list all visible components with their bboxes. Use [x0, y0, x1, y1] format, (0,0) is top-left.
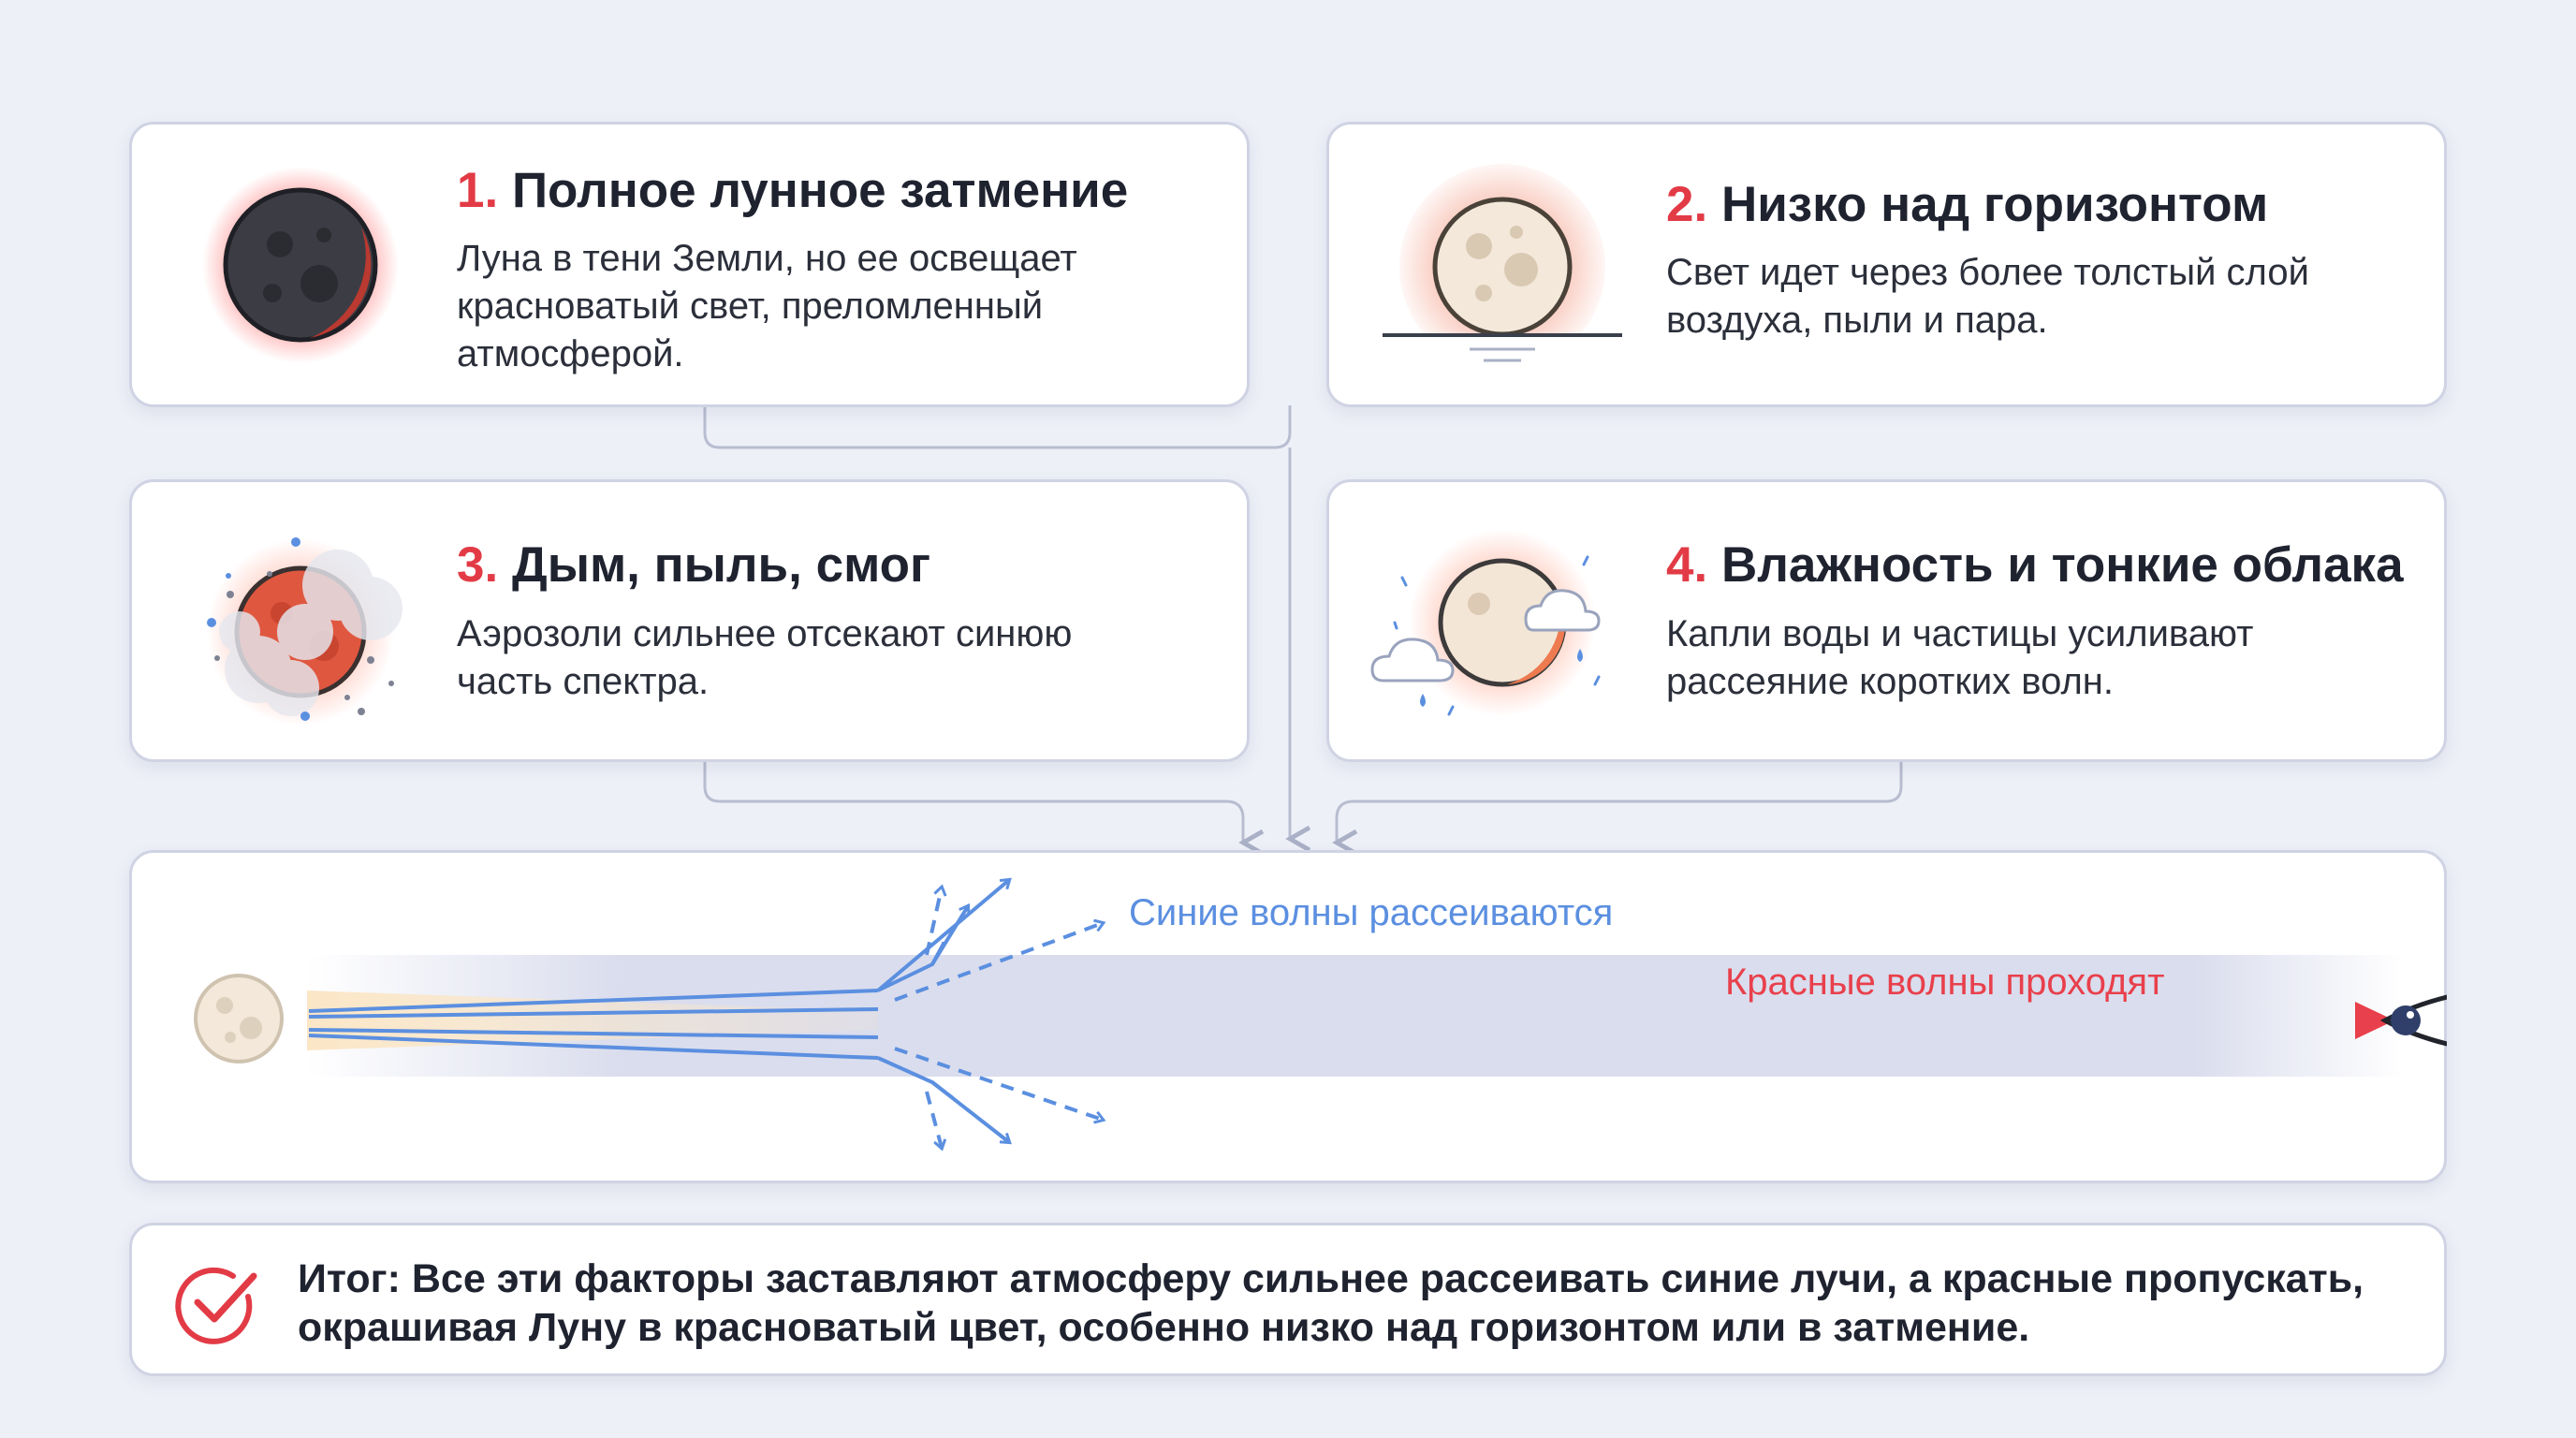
- moon-icon: [194, 974, 284, 1064]
- card-title-text: Влажность и тонкие облака: [1720, 537, 2404, 593]
- scattering-diagram: Синие волны рассеиваются Красные волны п…: [129, 850, 2447, 1183]
- card-number: 2.: [1666, 177, 1708, 232]
- card-description: Капли воды и частицы усиливают рассеяние…: [1666, 613, 2254, 702]
- card-description: Луна в тени Земли, но ее освещает красно…: [457, 238, 1077, 374]
- moon-with-clouds-icon: [1370, 529, 1601, 716]
- eclipsed-moon-icon: [202, 167, 399, 363]
- card-description: Аэрозоли сильнее отсекают синюю часть сп…: [457, 613, 1073, 702]
- summary-text: Итог: Все эти факторы заставляют атмосфе…: [298, 1255, 2413, 1352]
- red-waves-label: Красные волны проходят: [1725, 961, 2165, 1003]
- card-smoke-dust: 3. Дым, пыль, смог Аэрозоли сильнее отсе…: [129, 479, 1250, 762]
- card-title: 1. Полное лунное затмение: [457, 162, 1128, 219]
- card-humidity-clouds: 4. Влажность и тонкие облака Капли воды …: [1326, 479, 2447, 762]
- card-title-text: Дым, пыль, смог: [511, 537, 931, 593]
- card-title: 3. Дым, пыль, смог: [457, 536, 930, 594]
- checkmark-circle-icon: [175, 1267, 257, 1344]
- scattering-graphic: [194, 850, 2447, 1183]
- moon-on-horizon-icon: [1383, 164, 1622, 362]
- card-number: 4.: [1666, 537, 1708, 593]
- card-total-eclipse: 1. Полное лунное затмение Луна в тени Зе…: [129, 122, 1250, 407]
- card-number: 1.: [457, 163, 499, 218]
- card-title: 4. Влажность и тонкие облака: [1666, 536, 2404, 594]
- summary-box: [129, 1223, 2447, 1376]
- card-description: Свет идет через более толстый слой возду…: [1666, 252, 2309, 341]
- card-title-text: Полное лунное затмение: [511, 163, 1129, 218]
- summary-lead: Итог:: [298, 1256, 401, 1301]
- eye-icon: [2379, 994, 2447, 1047]
- summary-body: Все эти факторы заставляют атмосферу сил…: [298, 1256, 2364, 1350]
- card-low-horizon: 2. Низко над горизонтом Свет идет через …: [1326, 122, 2447, 407]
- card-number: 3.: [457, 537, 499, 593]
- moon-in-smoke-icon: [207, 537, 402, 726]
- blue-waves-label: Синие волны рассеиваются: [1129, 892, 1614, 933]
- card-title: 2. Низко над горизонтом: [1666, 176, 2268, 233]
- card-title-text: Низко над горизонтом: [1720, 177, 2269, 232]
